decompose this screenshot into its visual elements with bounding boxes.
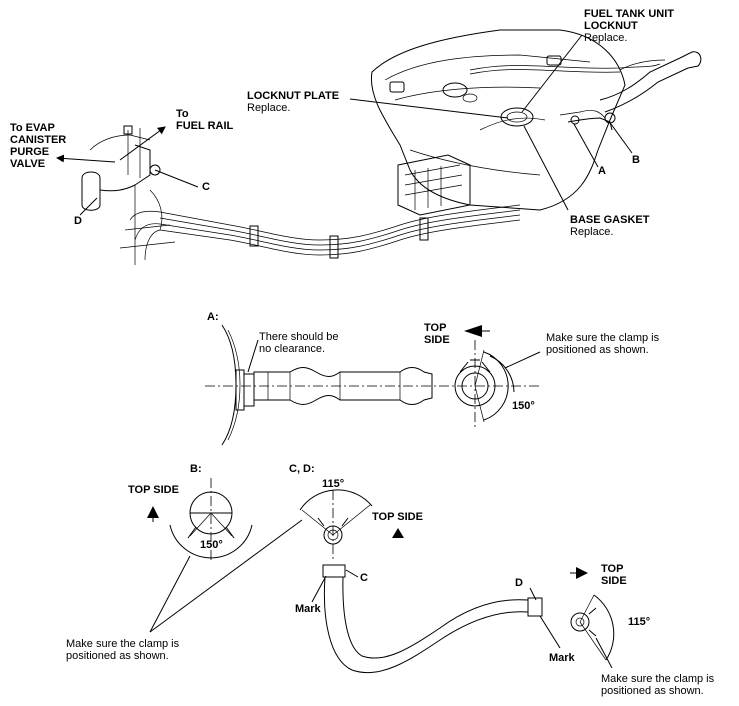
- fuel-tank-unit-locknut-label: FUEL TANK UNIT LOCKNUT Replace.: [584, 8, 675, 44]
- detail-a-title: A:: [207, 311, 219, 323]
- detail-b-drawing: [147, 478, 303, 633]
- top-side-label-b: TOP SIDE: [128, 484, 179, 496]
- detail-cd-drawing: [299, 489, 615, 674]
- callout-d-detail: D: [515, 577, 523, 589]
- top-side-arrow-right: [576, 567, 588, 579]
- callout-d-top: D: [74, 215, 82, 227]
- callout-a-top: A: [598, 165, 606, 177]
- callout-b-top: B: [632, 154, 640, 166]
- clearance-note: There should be no clearance.: [259, 331, 339, 355]
- clamp-note-b: Make sure the clamp is positioned as sho…: [66, 638, 180, 662]
- top-side-label-right: TOP SIDE: [601, 563, 627, 587]
- detail-a-drawing: [205, 324, 541, 446]
- fuel-rail-label: To FUEL RAIL: [176, 108, 234, 132]
- top-side-arrow-a: [464, 325, 482, 337]
- mark-label-left: Mark: [295, 603, 321, 615]
- angle-right: 115°: [628, 616, 651, 628]
- base-gasket-label: BASE GASKET Replace.: [570, 214, 650, 238]
- clamp-note-cd: Make sure the clamp is positioned as sho…: [601, 673, 715, 697]
- mark-label-right: Mark: [549, 652, 575, 664]
- callout-c-top: C: [202, 181, 210, 193]
- angle-cd-top: 115°: [322, 478, 345, 490]
- top-side-arrow-cd: [392, 528, 404, 538]
- top-side-label-a: TOP SIDE: [424, 322, 450, 346]
- top-side-label-cd: TOP SIDE: [372, 511, 423, 523]
- top-leader-lines: [56, 34, 633, 216]
- detail-cd-title: C, D:: [289, 463, 315, 475]
- angle-b: 150°: [200, 539, 223, 551]
- angle-a: 150°: [512, 400, 535, 412]
- evap-canister-label: To EVAP CANISTER PURGE VALVE: [10, 122, 67, 170]
- clamp-note-a: Make sure the clamp is positioned as sho…: [546, 332, 660, 356]
- fuel-tank-illustration: [370, 29, 702, 216]
- callout-c-detail: C: [360, 572, 368, 584]
- detail-b-title: B:: [190, 463, 202, 475]
- fuel-lines-illustration: [81, 125, 521, 265]
- locknut-plate-label: LOCKNUT PLATE Replace.: [247, 90, 340, 114]
